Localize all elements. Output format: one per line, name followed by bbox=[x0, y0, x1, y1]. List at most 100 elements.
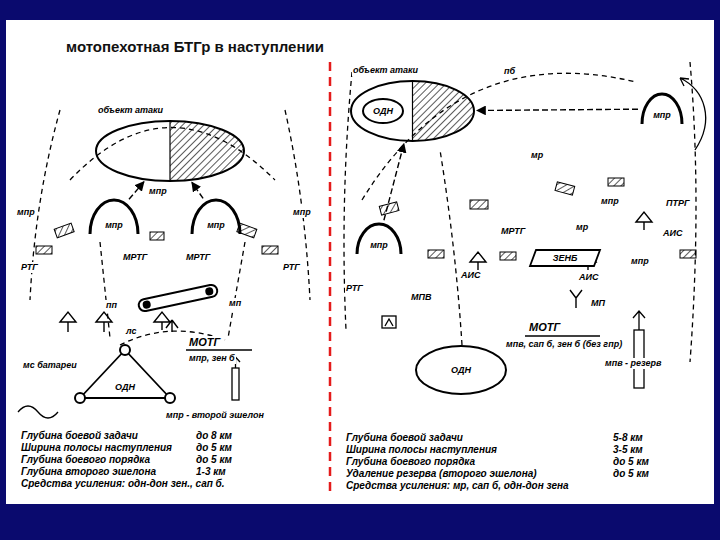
parameter-text: Ширина полосы наступления bbox=[20, 442, 173, 454]
sketch-rect bbox=[608, 178, 624, 186]
parameter-text: до 5 км bbox=[612, 456, 650, 468]
unit-tag: мр bbox=[575, 222, 589, 233]
parameter-text: до 5 км bbox=[612, 468, 650, 480]
unit-tag: мп bbox=[228, 298, 242, 309]
unit-name: мпр bbox=[207, 220, 225, 231]
parameter-text: 1-3 км bbox=[195, 466, 227, 478]
sketch-rect bbox=[680, 250, 696, 258]
unit-tag: МОТГ bbox=[528, 321, 561, 334]
sketch-rect bbox=[470, 200, 488, 209]
parameter-text: до 8 км bbox=[195, 430, 233, 442]
unit-tag: РТГ bbox=[282, 262, 301, 273]
sketch-line bbox=[186, 349, 252, 350]
parameter-text: Глубина боевой задачи bbox=[20, 430, 139, 442]
unit-tag: МОТГ bbox=[188, 336, 221, 349]
ellipse-outline bbox=[416, 346, 506, 394]
unit-tag: мпр bbox=[600, 196, 620, 207]
parameter-text: Глубина боевой задачи bbox=[345, 432, 464, 444]
sketch-path bbox=[680, 78, 706, 150]
unit-tag: мпр bbox=[292, 207, 312, 218]
boundary-lines bbox=[30, 62, 696, 362]
sketch-path bbox=[440, 150, 462, 345]
unit-tag: РТГ bbox=[345, 283, 364, 294]
unit-tag: ПТРГ bbox=[665, 198, 691, 209]
unit-tag: МРТГ bbox=[122, 252, 148, 263]
sketch-rect bbox=[232, 368, 239, 400]
parameter-text: 5-8 км bbox=[612, 432, 644, 444]
unit-shape: ОДН bbox=[75, 345, 175, 403]
sketch-rect bbox=[150, 232, 164, 240]
unit-shape: ОДН bbox=[362, 98, 404, 124]
hatched-sector bbox=[170, 121, 244, 181]
unit-name: мпр bbox=[653, 110, 671, 121]
unit-tag: МП bbox=[590, 298, 606, 309]
arc-outline bbox=[192, 200, 240, 234]
arc-outline bbox=[357, 224, 401, 254]
sketch-rect bbox=[138, 284, 219, 312]
attack-arrow bbox=[384, 144, 404, 221]
column-symbol bbox=[138, 284, 219, 312]
object-heading: объект атаки bbox=[352, 65, 419, 76]
parameter-text: 3-5 км bbox=[612, 444, 644, 456]
sketch-rect bbox=[500, 252, 516, 260]
sketch-rect bbox=[428, 250, 444, 258]
parameter-text: Глубина боевого порядка bbox=[345, 456, 476, 468]
hatched-sector bbox=[413, 81, 475, 141]
arc-outline bbox=[642, 94, 682, 124]
sketch-path bbox=[154, 312, 170, 330]
unit-tag: мпр, зен б bbox=[188, 353, 236, 364]
attack-arrow bbox=[477, 109, 638, 110]
unit-tag: пп bbox=[105, 300, 118, 311]
unit-tag: МРТГ bbox=[185, 252, 211, 263]
sketch-circle bbox=[205, 287, 214, 296]
sketch-path bbox=[228, 242, 245, 338]
sketch-rect bbox=[262, 246, 278, 254]
unit-tag: пб bbox=[503, 66, 516, 77]
unit-shape: мпр bbox=[355, 222, 403, 256]
sketch-path bbox=[570, 290, 582, 308]
position-mark bbox=[75, 393, 85, 403]
parameter-text: Глубина боевого порядка bbox=[20, 454, 151, 466]
misc-marks bbox=[18, 78, 706, 418]
parameter-text: Средства усиления: одн-дон зен., сап б. bbox=[20, 478, 226, 490]
sketch-path bbox=[470, 252, 486, 270]
sketch-path bbox=[690, 62, 696, 362]
attack-arrow bbox=[129, 182, 144, 200]
unit-name: мпр bbox=[370, 240, 388, 251]
unit-shape: мпр bbox=[88, 198, 140, 236]
position-mark bbox=[165, 393, 175, 403]
unit-tag: РТГ bbox=[20, 262, 39, 273]
sketch-rect bbox=[382, 316, 396, 328]
parameter-text: Глубина второго эшелона bbox=[20, 466, 157, 478]
unit-tag: МРТГ bbox=[500, 226, 526, 237]
parameter-text: Удаление резерва (второго эшелона) bbox=[345, 468, 538, 480]
sketch-line bbox=[525, 335, 600, 336]
shape-outline bbox=[75, 345, 175, 403]
parameter-text: до 5 км bbox=[195, 454, 233, 466]
unit-name: мпр bbox=[105, 220, 123, 231]
parameter-text: до 5 км bbox=[195, 442, 233, 454]
unit-shape: мпр bbox=[190, 198, 242, 236]
triangle-outline bbox=[80, 350, 170, 398]
unit-shape: объект атакиОДН bbox=[350, 80, 475, 142]
ellipse-outline bbox=[96, 121, 244, 181]
sketch-path bbox=[385, 319, 393, 326]
shape-outline bbox=[640, 92, 684, 126]
parameter-text: Ширина полосы наступления bbox=[345, 444, 498, 456]
unit-shape: ОДН bbox=[415, 345, 507, 395]
sketch-path bbox=[96, 312, 112, 332]
sketch-circle bbox=[142, 300, 151, 309]
sketch-path bbox=[100, 242, 110, 338]
position-mark bbox=[120, 345, 130, 355]
vehicle-symbols bbox=[36, 178, 696, 260]
sector-line bbox=[169, 121, 170, 181]
unit-tag: мпр bbox=[630, 256, 650, 267]
shape-outline bbox=[355, 222, 403, 256]
unit-tag: мпр bbox=[16, 207, 36, 218]
ellipse-outline bbox=[363, 99, 403, 123]
unit-tag: мр bbox=[530, 150, 544, 161]
sketch-path bbox=[166, 320, 178, 332]
attack-arrow bbox=[192, 182, 203, 198]
